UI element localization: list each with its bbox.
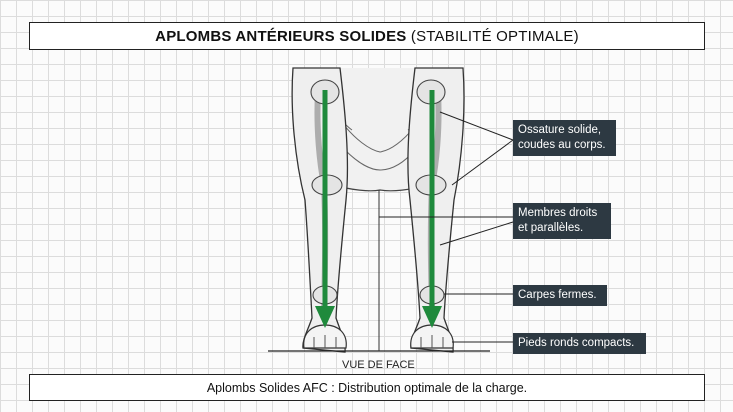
label-bone-line1: Ossature solide, [518,123,611,138]
caption-text: Aplombs Solides AFC : Distribution optim… [207,381,527,395]
label-limbs-line2: et parallèles. [518,221,606,236]
label-feet: Pieds ronds compacts. [513,333,646,354]
label-carpus: Carpes fermes. [513,285,607,306]
view-label: VUE DE FACE [342,359,415,371]
label-bone-line2: coudes au corps. [518,138,611,153]
label-limbs-line1: Membres droits [518,206,606,221]
label-limbs: Membres droits et parallèles. [513,203,611,239]
label-bone: Ossature solide, coudes au corps. [513,120,616,156]
caption-box: Aplombs Solides AFC : Distribution optim… [29,374,705,401]
